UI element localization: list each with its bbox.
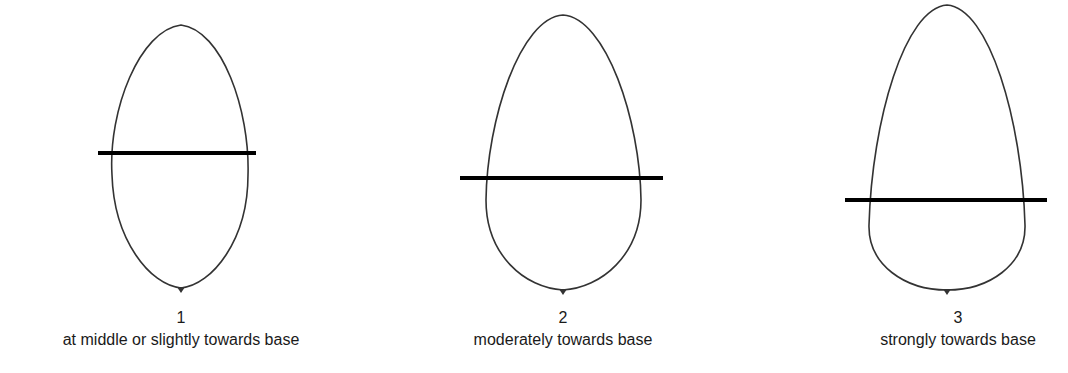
egg-outline — [112, 25, 248, 288]
widest-point-line — [98, 151, 256, 155]
callout-number: 1 — [177, 308, 186, 327]
egg-outlines — [112, 5, 1025, 290]
callout-number: 2 — [559, 308, 568, 327]
widest-point-line — [460, 176, 663, 180]
caption-text: strongly towards base — [880, 330, 1036, 349]
egg-outline — [486, 15, 641, 290]
widest-point-lines — [98, 153, 1047, 200]
base-tip — [177, 287, 185, 293]
callout-number: 3 — [954, 308, 963, 327]
caption-text: moderately towards base — [474, 330, 653, 349]
base-tips — [177, 287, 951, 295]
base-tip — [559, 289, 567, 295]
egg-outline — [869, 5, 1025, 290]
caption-text: at middle or slightly towards base — [63, 330, 300, 349]
widest-point-line — [845, 198, 1047, 202]
base-tip — [943, 289, 951, 295]
